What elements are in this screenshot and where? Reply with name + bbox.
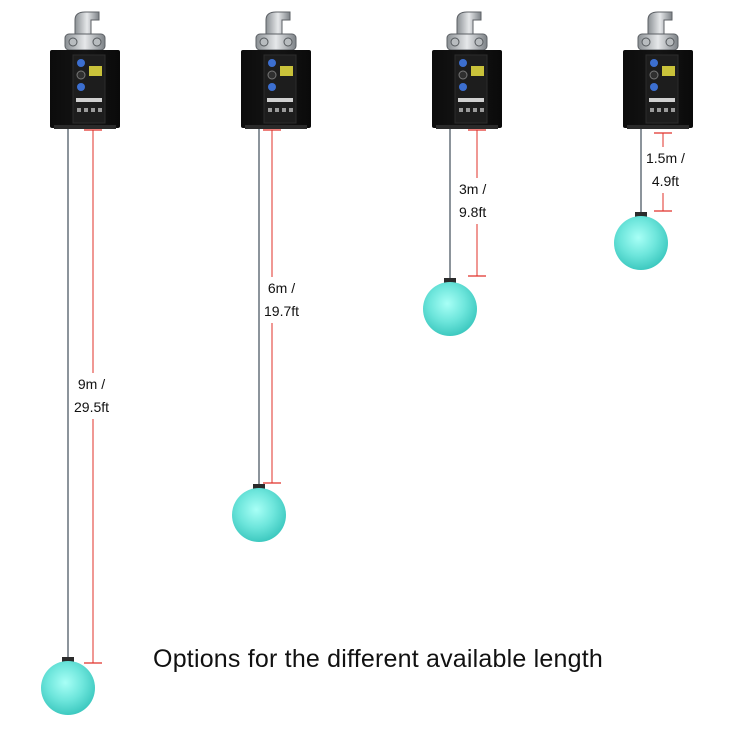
display-screen-3m	[471, 66, 484, 76]
panel-button-6m	[289, 108, 293, 112]
panel-button-1-5m	[664, 108, 668, 112]
clamp-bolt-1-5m	[641, 37, 651, 47]
ball-cap-9m	[62, 657, 74, 663]
led-ball-1-5m	[614, 216, 668, 270]
connector-icon-3m	[459, 83, 467, 91]
clamp-bolt-9m	[92, 37, 102, 47]
connector-icon-3m	[458, 70, 468, 80]
panel-button-6m	[275, 108, 279, 112]
panel-button-1-5m	[650, 108, 654, 112]
display-screen-9m	[89, 66, 102, 76]
clamp-bolt-6m	[259, 37, 269, 47]
connector-icon-3m	[459, 59, 467, 67]
ball-cap-3m	[444, 278, 456, 284]
ball-cap-6m	[253, 484, 265, 490]
clamp-hook-9m	[74, 11, 100, 39]
panel-label-6m	[267, 98, 293, 102]
length-imperial-3m: 9.8ft	[459, 204, 487, 220]
caption: Options for the different available leng…	[153, 645, 603, 673]
length-imperial-6m: 19.7ft	[264, 303, 300, 319]
length-label-6m: 6m / 19.7ft	[262, 277, 302, 323]
panel-button-3m	[480, 108, 484, 112]
clamp-bolt-9m	[68, 37, 78, 47]
hoist-foot-9m	[54, 125, 116, 129]
panel-button-1-5m	[671, 108, 675, 112]
clamp-bolt-3m	[450, 37, 460, 47]
clamp-bolt-3m	[474, 37, 484, 47]
led-ball-3m	[423, 282, 477, 336]
clamp-bolt-1-5m	[665, 37, 675, 47]
ball-cap-1-5m	[635, 212, 647, 218]
length-imperial-1-5m: 4.9ft	[651, 173, 680, 189]
panel-button-9m	[98, 108, 102, 112]
length-label-9m: 9m / 29.5ft	[72, 373, 112, 419]
connector-icon-6m	[268, 83, 276, 91]
connector-icon-6m	[268, 59, 276, 67]
panel-button-9m	[77, 108, 81, 112]
length-metric-1-5m: 1.5m /	[646, 150, 685, 166]
panel-label-1-5m	[649, 98, 675, 102]
display-screen-1-5m	[662, 66, 675, 76]
panel-button-9m	[91, 108, 95, 112]
panel-button-6m	[282, 108, 286, 112]
display-screen-6m	[280, 66, 293, 76]
clamp-bolt-6m	[283, 37, 293, 47]
length-metric-6m: 6m /	[267, 280, 296, 296]
panel-button-1-5m	[657, 108, 661, 112]
panel-button-3m	[473, 108, 477, 112]
hoist-foot-6m	[245, 125, 307, 129]
connector-icon-6m	[267, 70, 277, 80]
connector-icon-9m	[77, 83, 85, 91]
length-metric-9m: 9m /	[77, 376, 106, 392]
connector-icon-1-5m	[649, 70, 659, 80]
clamp-hook-3m	[456, 11, 482, 39]
clamp-hook-1-5m	[647, 11, 673, 39]
panel-button-3m	[466, 108, 470, 112]
panel-label-3m	[458, 98, 484, 102]
length-label-1-5m: 1.5m / 4.9ft	[644, 147, 687, 193]
connector-icon-1-5m	[650, 59, 658, 67]
connector-icon-1-5m	[650, 83, 658, 91]
length-metric-3m: 3m /	[459, 181, 487, 197]
panel-button-3m	[459, 108, 463, 112]
led-ball-9m	[41, 661, 95, 715]
connector-icon-9m	[76, 70, 86, 80]
led-ball-6m	[232, 488, 286, 542]
hoist-foot-1-5m	[627, 125, 689, 129]
hoist-foot-3m	[436, 125, 498, 129]
length-imperial-9m: 29.5ft	[74, 399, 110, 415]
panel-button-9m	[84, 108, 88, 112]
clamp-hook-6m	[265, 11, 291, 39]
length-label-3m: 3m / 9.8ft	[457, 178, 489, 224]
connector-icon-9m	[77, 59, 85, 67]
panel-button-6m	[268, 108, 272, 112]
panel-label-9m	[76, 98, 102, 102]
